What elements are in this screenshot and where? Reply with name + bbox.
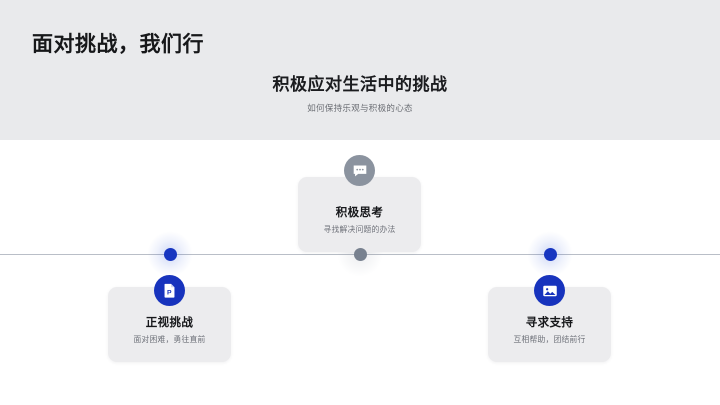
card-title: 寻求支持 (525, 317, 574, 329)
card-description: 寻找解决问题的办法 (323, 225, 396, 234)
card-xun-qiu-zhi-chi[interactable]: 寻求支持 互相帮助，团结前行 (488, 287, 611, 362)
chat-bubble-icon[interactable] (344, 155, 375, 186)
image-photo-icon[interactable] (534, 275, 565, 306)
section-subtitle: 如何保持乐观与积极的心态 (307, 103, 413, 113)
svg-text:P: P (167, 289, 172, 296)
timeline-node-right[interactable] (544, 248, 557, 261)
page-title: 面对挑战，我们行 (32, 33, 204, 56)
timeline-node-left[interactable] (164, 248, 177, 261)
section-title: 积极应对生活中的挑战 (272, 75, 448, 94)
card-title: 积极思考 (335, 207, 384, 219)
card-description: 面对困难，勇往直前 (133, 335, 206, 344)
card-title: 正视挑战 (145, 317, 194, 329)
document-p-icon[interactable]: P (154, 275, 185, 306)
header-band (0, 0, 720, 140)
timeline-node-middle[interactable] (354, 248, 367, 261)
card-ji-ji-si-kao[interactable]: 积极思考 寻找解决问题的办法 (298, 177, 421, 252)
card-description: 互相帮助，团结前行 (513, 335, 586, 344)
